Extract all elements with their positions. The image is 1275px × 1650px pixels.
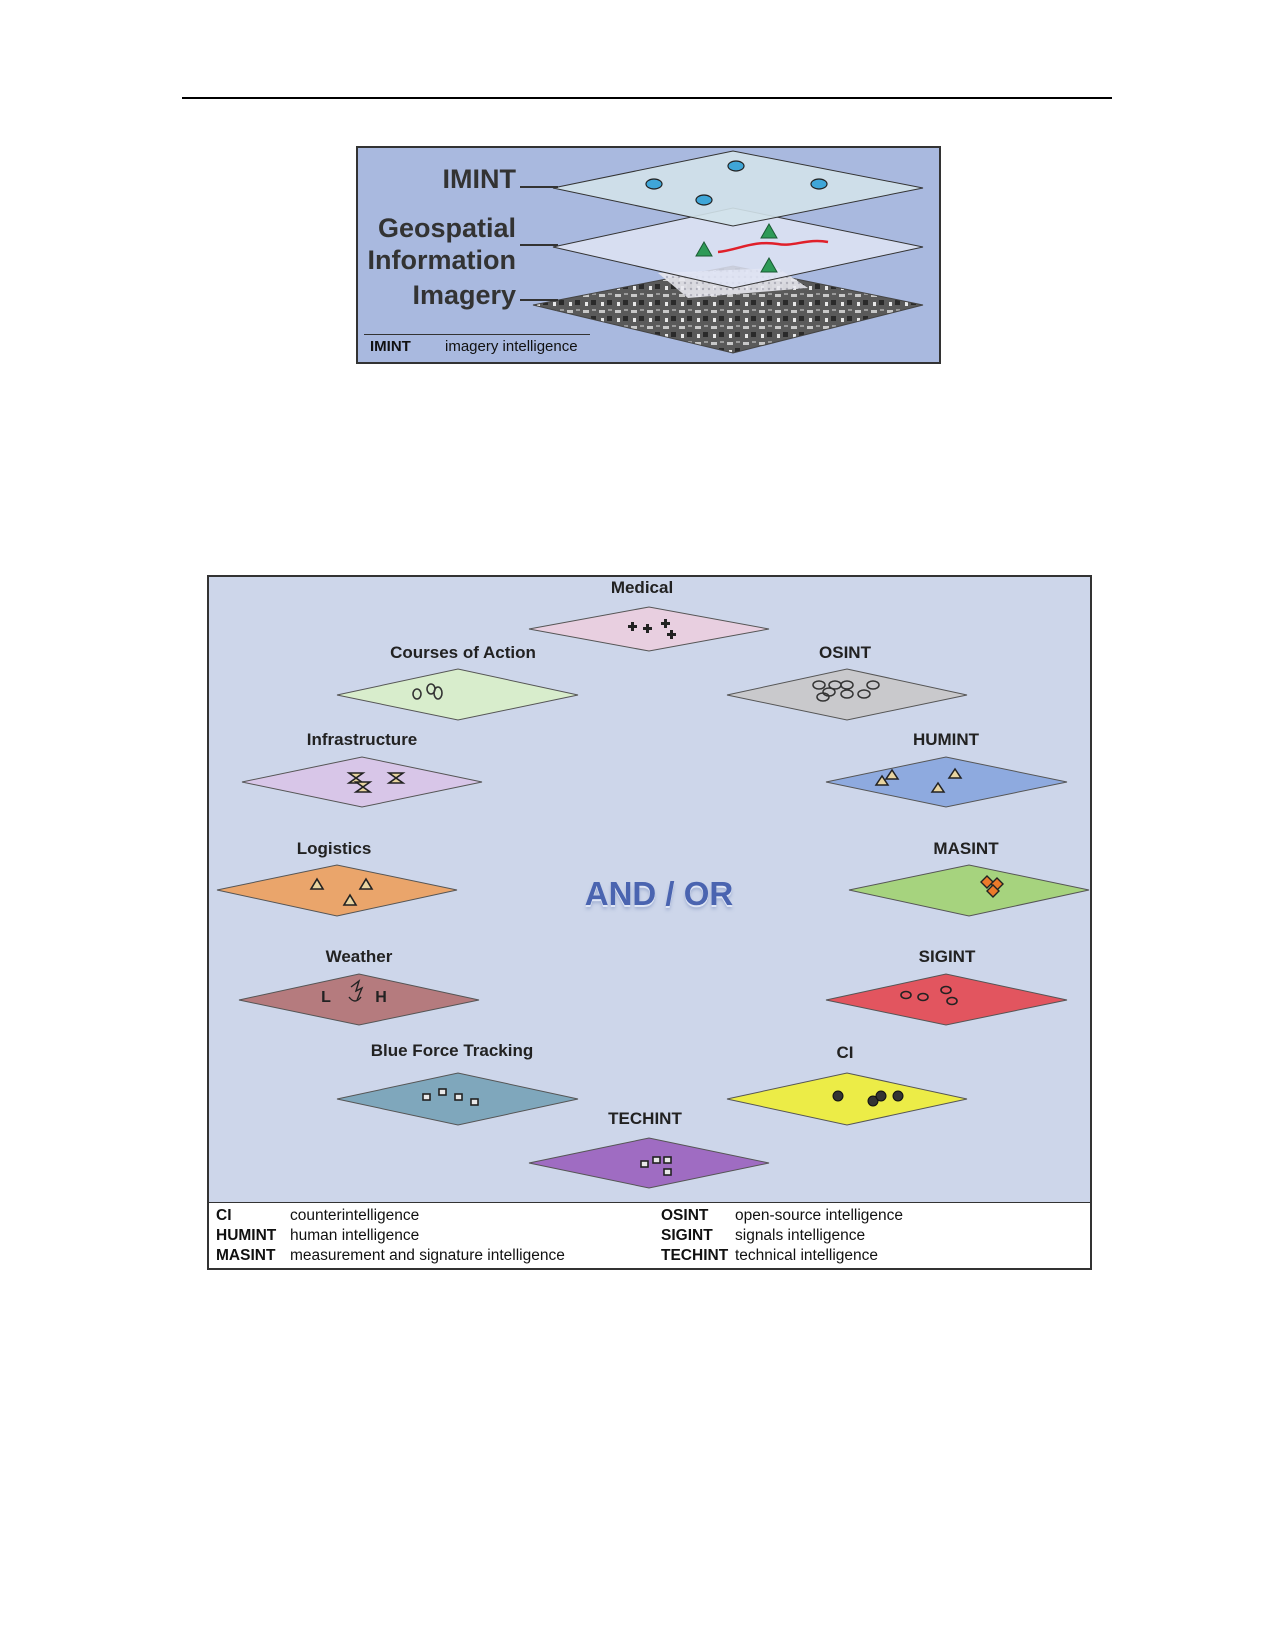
legend-row: HUMINT human intelligence <box>216 1227 565 1247</box>
imagery-layer-label: Imagery <box>412 280 516 310</box>
imint-layers-figure: IMINT Geospatial Information Imagery IMI… <box>356 146 941 364</box>
legend-row: SIGINT signals intelligence <box>661 1227 903 1247</box>
legend-abbr: SIGINT <box>661 1227 713 1244</box>
layer-label-masint: MASINT <box>933 839 999 858</box>
layer-plane <box>825 973 1068 1026</box>
diamond-icon <box>980 875 1004 898</box>
legend-abbr: OSINT <box>661 1207 709 1224</box>
legend-abbr: HUMINT <box>216 1227 277 1244</box>
layer-ci <box>726 1072 968 1126</box>
imint-marker <box>645 178 663 190</box>
figure2-legend: CI counterintelligence HUMINT human intell… <box>209 1202 1090 1268</box>
imint-marker <box>810 178 828 190</box>
imint-marker <box>695 194 713 206</box>
layer-plane <box>726 1072 968 1126</box>
imint-plane <box>552 150 924 227</box>
legend-abbr: IMINT <box>370 338 411 355</box>
geo-triangle-marker <box>695 240 713 257</box>
legend-definition: human intelligence <box>290 1227 420 1244</box>
layer-plane <box>336 668 579 721</box>
imint-layers-graphic <box>520 150 924 354</box>
layer-label-weather: Weather <box>325 947 393 966</box>
layer-medical <box>528 606 770 652</box>
legend-row: MASINT measurement and signature intellig… <box>216 1247 565 1267</box>
layer-label-logistics: Logistics <box>296 839 372 858</box>
intelligence-layers-figure: Medical Courses of Action OSINT Infrastr… <box>207 575 1092 1270</box>
layer-label-infrastructure: Infrastructure <box>306 730 418 749</box>
figure1-legend: IMINT imagery intelligence <box>364 334 590 355</box>
square-icon <box>640 1156 672 1176</box>
dot-icon <box>832 1090 904 1107</box>
layer-plane <box>825 756 1068 808</box>
layer-plane <box>726 668 968 721</box>
header-rule <box>182 97 1112 99</box>
legend-column-left: CI counterintelligence HUMINT human intell… <box>216 1207 565 1267</box>
cross-icon <box>628 619 676 639</box>
ring-icon <box>812 680 880 702</box>
legend-row: OSINT open-source intelligence <box>661 1207 903 1227</box>
weather-front-icon <box>348 979 364 1002</box>
layer-plane <box>848 864 1090 917</box>
geo-triangle-marker <box>760 222 778 239</box>
geospatial-layer-label-line2: Information <box>367 245 517 275</box>
geo-triangle-marker <box>760 256 778 273</box>
legend-definition: counterintelligence <box>290 1207 420 1224</box>
legend-abbr: CI <box>216 1207 232 1224</box>
layer-label-courses-of-action: Courses of Action <box>390 643 536 662</box>
layer-label-techint: TECHINT <box>608 1109 682 1128</box>
layer-label-medical: Medical <box>610 578 674 597</box>
layer-osint <box>726 668 968 721</box>
ring-icon <box>412 683 443 700</box>
layer-label-blue-force-tracking: Blue Force Tracking <box>370 1041 534 1060</box>
legend-abbr: TECHINT <box>661 1247 729 1264</box>
layer-techint <box>528 1137 770 1189</box>
and-or-text: AND / OR <box>584 875 734 912</box>
layer-plane <box>216 864 458 917</box>
layer-label-osint: OSINT <box>819 643 871 662</box>
legend-definition: technical intelligence <box>735 1247 879 1264</box>
weather-low-letter: L <box>321 989 331 1006</box>
layer-sigint <box>825 973 1068 1026</box>
layer-logistics <box>216 864 458 917</box>
imint-marker <box>727 160 745 172</box>
layer-weather <box>238 973 480 1026</box>
layer-label-sigint: SIGINT <box>918 947 976 966</box>
legend-column-right: OSINT open-source intelligence SIGINT sign… <box>661 1207 903 1267</box>
legend-definition: imagery intelligence <box>445 338 578 355</box>
layer-infrastructure <box>241 756 483 808</box>
legend-row: TECHINT technical intelligence <box>661 1247 903 1267</box>
legend-row: CI counterintelligence <box>216 1207 565 1227</box>
legend-abbr: MASINT <box>216 1247 276 1264</box>
imint-layer-label: IMINT <box>442 164 517 194</box>
layer-label-humint: HUMINT <box>912 730 980 749</box>
intelligence-layers-graphic <box>216 606 1090 1189</box>
triangle-icon <box>874 767 963 793</box>
layer-blue-force-tracking <box>336 1072 579 1126</box>
layer-courses-of-action <box>336 668 579 721</box>
layer-label-ci: CI <box>836 1043 854 1062</box>
legend-definition: signals intelligence <box>735 1227 866 1244</box>
triangle-icon <box>309 877 374 906</box>
layer-humint <box>825 756 1068 808</box>
geospatial-layer-label-line1: Geospatial <box>377 213 516 243</box>
ellipse-icon <box>900 985 958 1006</box>
legend-definition: measurement and signature intelligence <box>290 1247 565 1264</box>
hourglass-icon <box>346 772 406 793</box>
legend-definition: open-source intelligence <box>735 1207 904 1224</box>
layer-plane <box>528 1137 770 1189</box>
weather-high-letter: H <box>375 989 387 1006</box>
layer-masint <box>848 864 1090 917</box>
square-icon <box>422 1088 479 1106</box>
route-line <box>717 239 829 254</box>
